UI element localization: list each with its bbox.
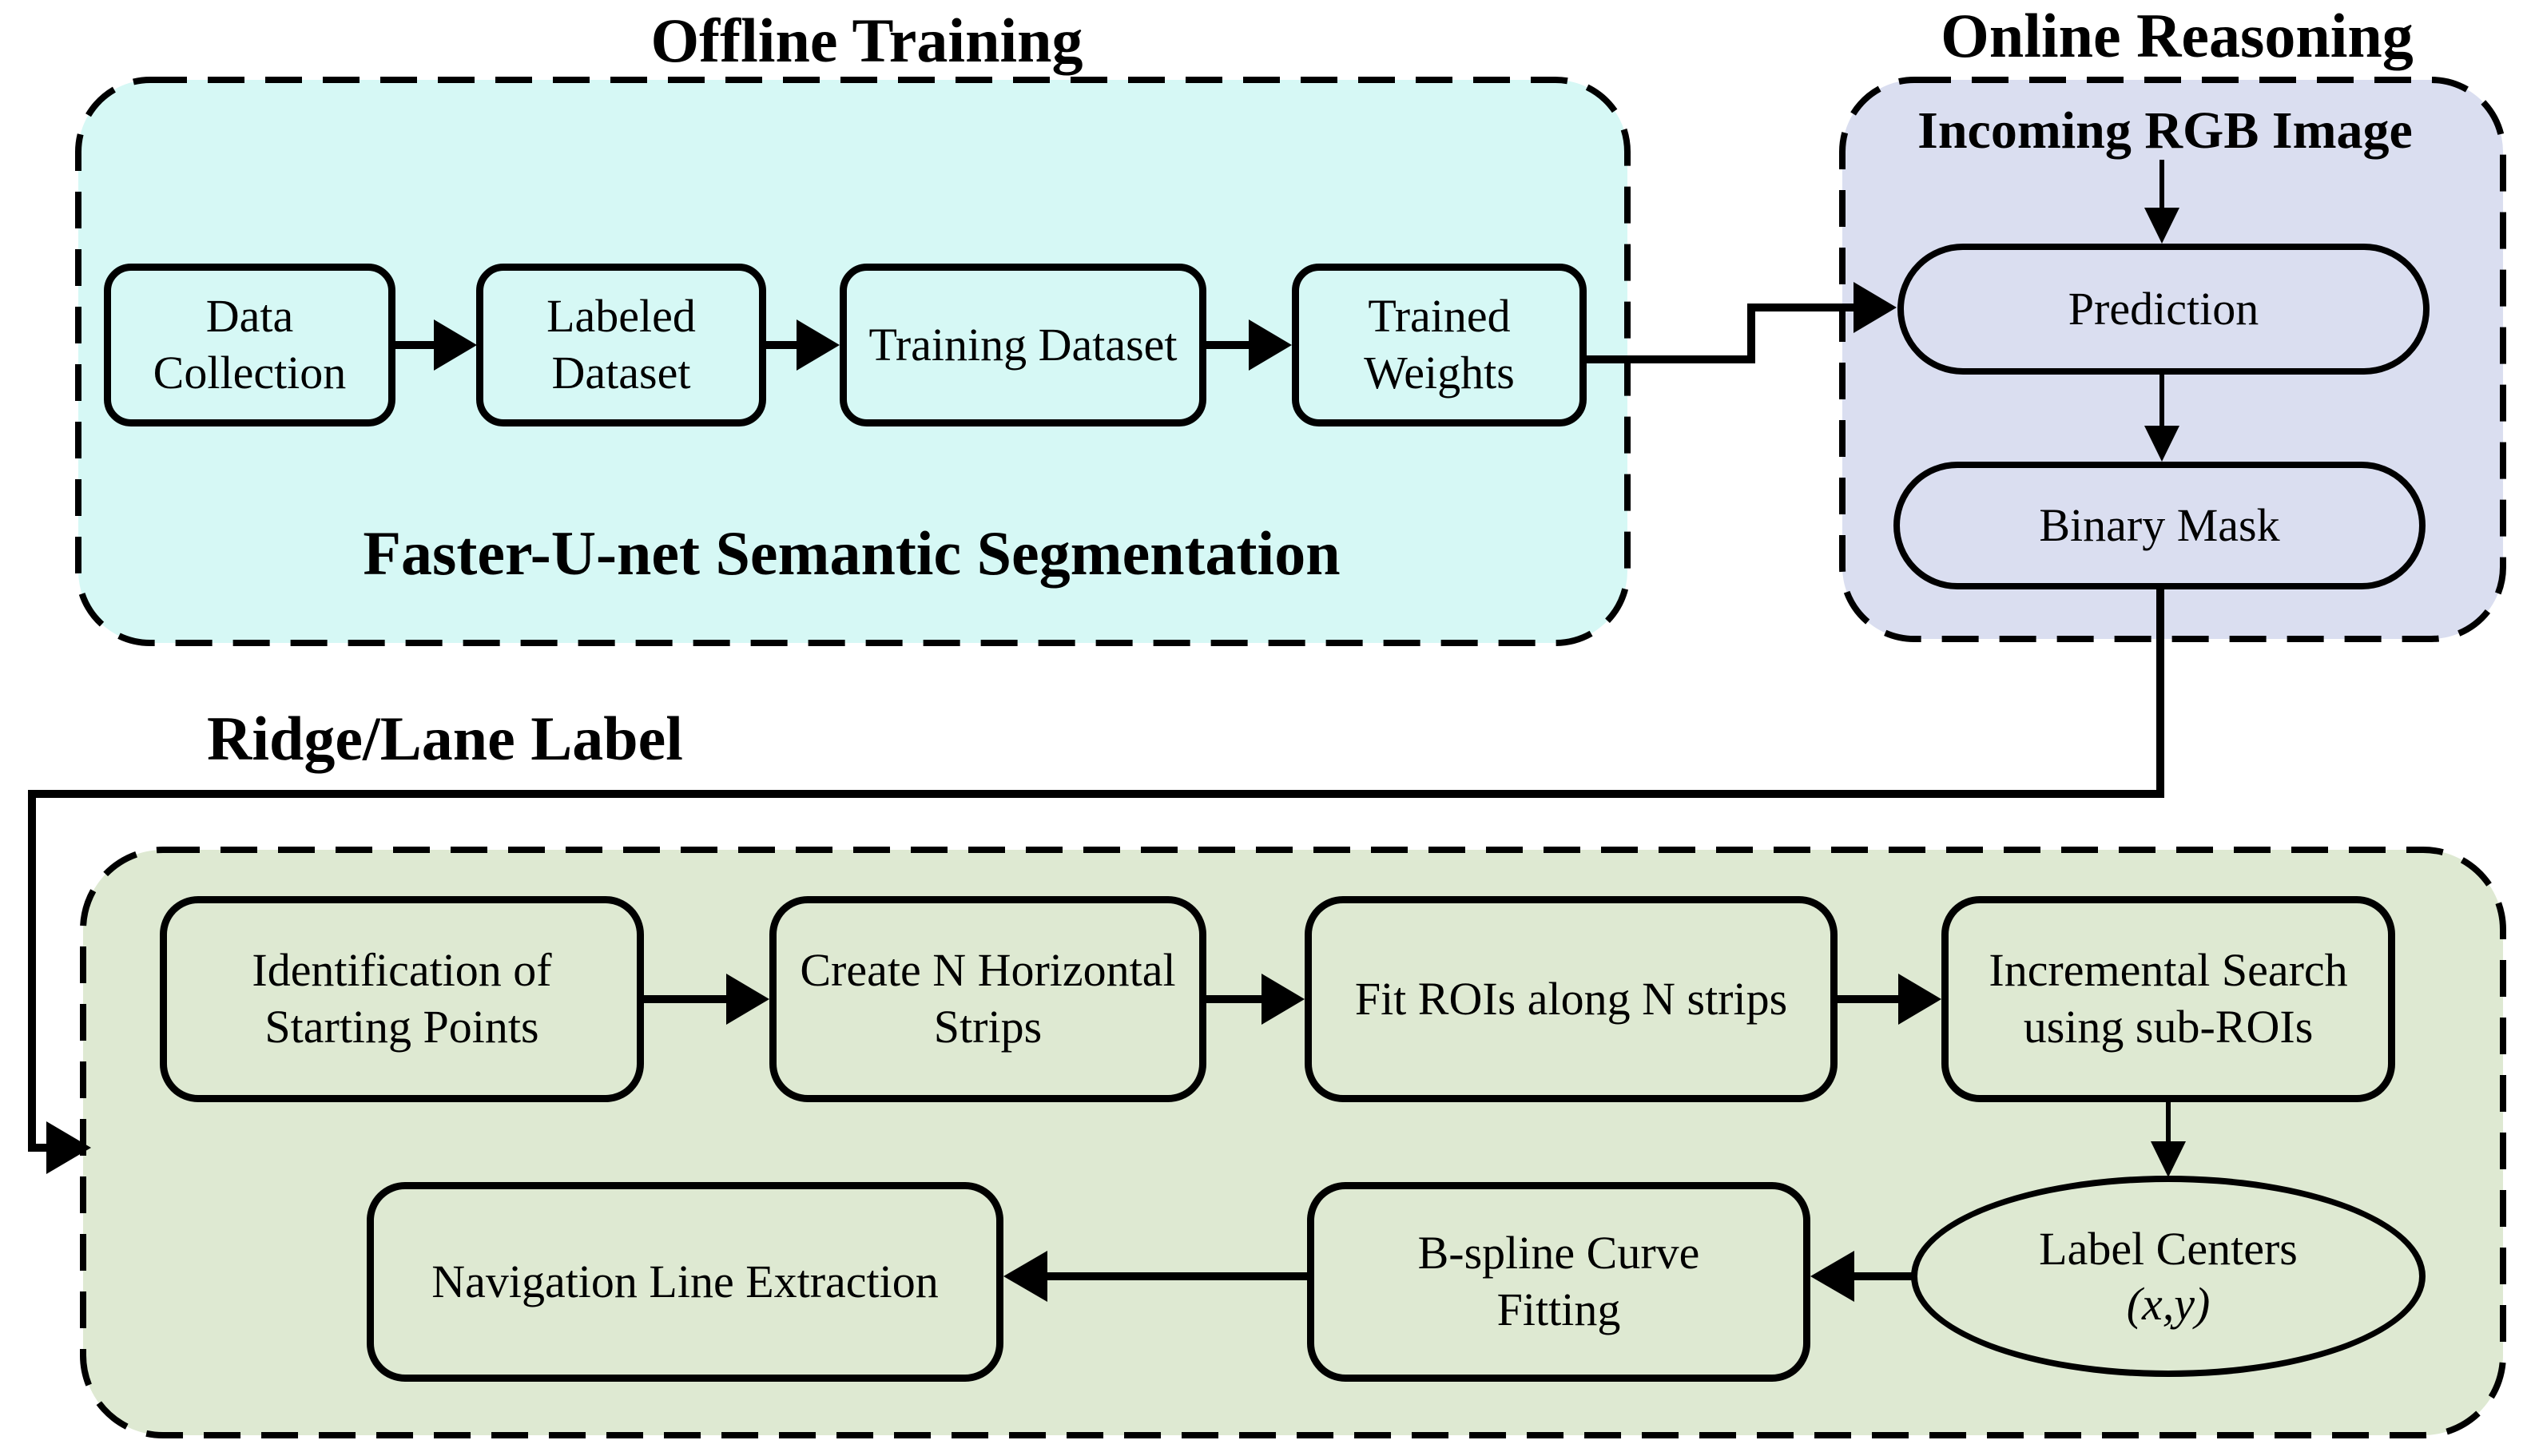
node-training-dataset: Training Dataset (840, 264, 1206, 426)
arrow-incremental-to-centers (2151, 1102, 2186, 1177)
node-training-dataset-label: Training Dataset (868, 318, 1178, 371)
node-identification-label: Identification of Starting Points (252, 944, 552, 1053)
online-reasoning-title: Online Reasoning (1941, 1, 2414, 70)
node-bspline-label: B-spline Curve Fitting (1417, 1227, 1700, 1335)
ridge-lane-label: Ridge/Lane Label (207, 704, 683, 773)
node-label-centers-title: Label Centers (2039, 1223, 2298, 1275)
node-data-collection: Data Collection (104, 264, 395, 426)
node-label-centers-coords: (x,y) (2126, 1278, 2211, 1331)
node-create-strips-label: Create N Horizontal Strips (800, 944, 1176, 1053)
arrow-trained-weights-to-prediction (1587, 282, 1897, 363)
arrow-bspline-to-navigation (1003, 1251, 1307, 1302)
arrow-centers-to-bspline (1810, 1251, 1916, 1302)
node-navigation-line-extraction: Navigation Line Extraction (367, 1182, 1003, 1382)
arrow-incoming-to-prediction (2144, 160, 2179, 244)
arrow-labeled-to-training (766, 319, 840, 371)
arrow-identification-to-create (644, 974, 769, 1025)
incoming-rgb-label: Incoming RGB Image (1917, 101, 2413, 160)
arrow-fit-to-incremental (1838, 974, 1941, 1025)
arrow-training-to-trained (1206, 319, 1292, 371)
node-incremental-search: Incremental Search using sub-ROIs (1941, 896, 2395, 1102)
node-prediction: Prediction (1897, 244, 2430, 375)
arrow-data-to-labeled (395, 319, 477, 371)
arrow-create-to-fit (1206, 974, 1305, 1025)
node-trained-weights: Trained Weights (1292, 264, 1587, 426)
node-create-horizontal-strips: Create N Horizontal Strips (769, 896, 1206, 1102)
node-labeled-dataset: Labeled Dataset (476, 264, 766, 426)
node-binary-mask: Binary Mask (1893, 462, 2426, 589)
arrow-binary-to-postprocess (28, 589, 2164, 1174)
node-bspline-fitting: B-spline Curve Fitting (1307, 1182, 1810, 1382)
node-identification-starting-points: Identification of Starting Points (160, 896, 644, 1102)
node-data-collection-label: Data Collection (153, 290, 347, 399)
node-incremental-search-label: Incremental Search using sub-ROIs (1989, 944, 2348, 1053)
node-labeled-dataset-label: Labeled Dataset (546, 290, 696, 399)
node-label-centers: Label Centers (x,y) (1911, 1176, 2426, 1377)
node-prediction-label: Prediction (2068, 282, 2259, 335)
node-navigation-label: Navigation Line Extraction (431, 1255, 939, 1307)
node-fit-rois-label: Fit ROIs along N strips (1354, 972, 1788, 1025)
offline-training-title: Offline Training (650, 6, 1083, 75)
arrow-prediction-to-binary (2144, 375, 2179, 462)
node-fit-rois: Fit ROIs along N strips (1305, 896, 1838, 1102)
node-trained-weights-label: Trained Weights (1364, 290, 1515, 399)
online-reasoning-container (1839, 77, 2506, 642)
node-binary-mask-label: Binary Mask (2039, 498, 2280, 551)
offline-caption: Faster-U-net Semantic Segmentation (363, 518, 1341, 588)
